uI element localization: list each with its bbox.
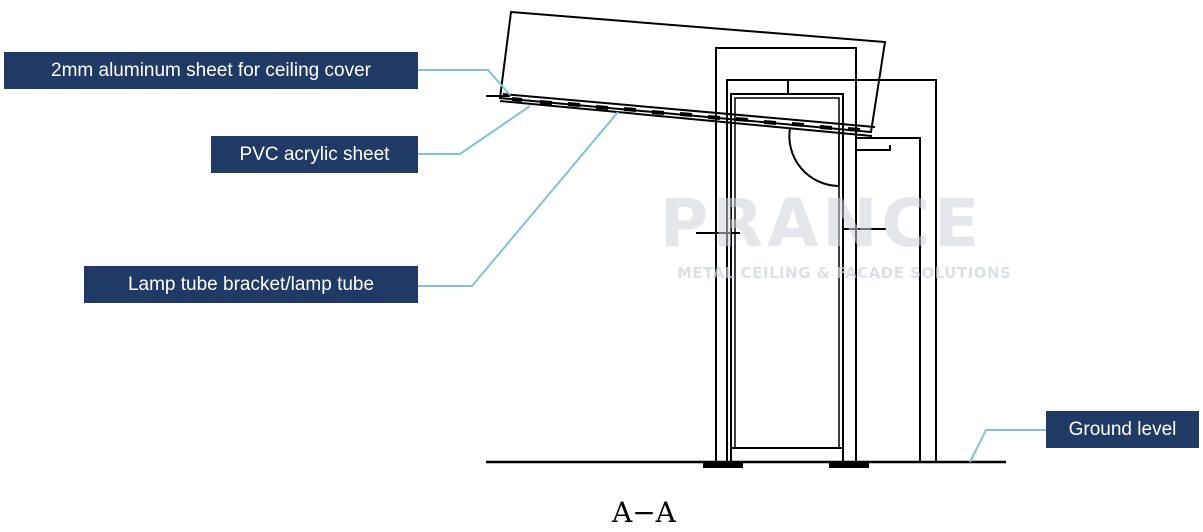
- acrylic-sheet-bottom: [499, 100, 873, 137]
- label-aluminum-sheet: 2mm aluminum sheet for ceiling cover: [4, 52, 418, 89]
- outer-frame: [715, 47, 857, 462]
- label-lamp-tube: Lamp tube bracket/lamp tube: [84, 266, 418, 303]
- lamp-tubes: [511, 97, 861, 132]
- label-pvc-acrylic: PVC acrylic sheet: [211, 136, 418, 173]
- outer-casing: [726, 79, 937, 462]
- canopy-cover: [498, 10, 887, 134]
- leader-lamp: [418, 111, 619, 287]
- base-plate-right: [829, 462, 869, 468]
- acrylic-sheet-top: [502, 93, 876, 128]
- side-panel: [856, 137, 921, 462]
- base-plate-left: [703, 462, 743, 468]
- leader-ground: [969, 429, 1046, 463]
- section-title: A−A: [612, 496, 676, 529]
- leader-pvc: [418, 105, 531, 155]
- leader-lines: [418, 69, 1046, 463]
- door-swing-arc: [788, 127, 840, 187]
- side-bracket: [856, 145, 891, 151]
- watermark-tagline: METAL CEILING & FACADE SOLUTIONS: [677, 264, 1012, 282]
- leader-aluminum: [418, 69, 511, 96]
- label-ground-level: Ground level: [1046, 411, 1199, 448]
- watermark-brand: PRANCE: [660, 185, 984, 262]
